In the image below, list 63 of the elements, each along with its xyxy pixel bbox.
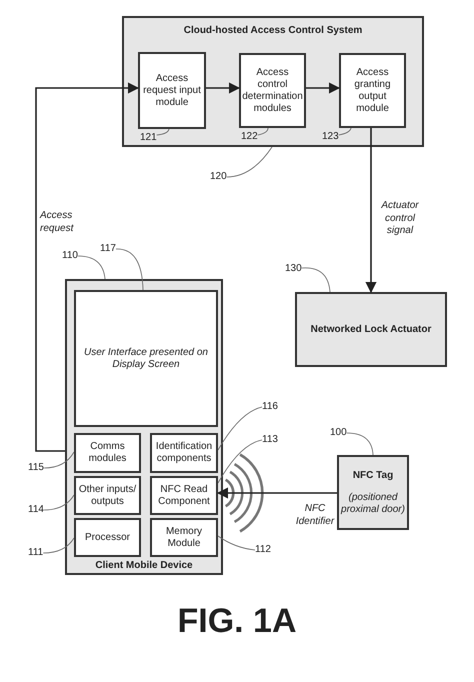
box-label: Networked Lock Actuator [310, 324, 432, 336]
box-label: Comms modules [88, 441, 128, 465]
leader-line [338, 128, 352, 136]
callout-number: 112 [255, 544, 271, 555]
leader-line [257, 128, 268, 136]
module-box [150, 433, 218, 473]
module-box [74, 290, 218, 427]
arrow [206, 82, 240, 94]
callout-number: 120 [210, 171, 227, 182]
callout-number: 115 [28, 462, 44, 473]
module-box [74, 433, 141, 473]
callout-number: 116 [262, 401, 278, 412]
box-label: User Interface presented on Display Screen [83, 346, 209, 370]
module-box [74, 518, 141, 557]
leader-line [44, 452, 74, 468]
callout-number: 100 [330, 427, 347, 438]
arrow [306, 82, 340, 94]
module-box [239, 53, 306, 128]
leader-line [301, 267, 330, 292]
arrow [365, 128, 377, 294]
figure-caption: FIG. 1A [177, 602, 297, 640]
callout-number: 121 [140, 132, 157, 144]
leader-line [346, 432, 374, 456]
box-label: Processor [84, 532, 130, 544]
callout-number: 114 [28, 504, 44, 515]
box-label: Access granting output module [353, 66, 392, 114]
box-label: NFC Tag [352, 470, 394, 482]
callout-number: 113 [262, 434, 278, 445]
callout-number: 122 [241, 131, 258, 143]
module-box [150, 476, 218, 515]
box-title: Cloud-hosted Access Control System [184, 25, 362, 37]
module-box [138, 52, 206, 129]
callout-number: 123 [322, 131, 339, 143]
box-label: Memory Module [164, 526, 204, 550]
leader-line [218, 440, 262, 484]
leader-line [156, 128, 170, 136]
box-title: Client Mobile Device [95, 560, 193, 572]
tag-box [337, 455, 409, 530]
leader-line [44, 494, 74, 510]
box-label: Identification components [154, 441, 214, 465]
leader-line [78, 256, 106, 280]
box-label: Other inputs/ outputs [78, 484, 138, 508]
box-label: (positioned proximal door) [340, 492, 406, 516]
device-box [65, 279, 223, 575]
arrow [35, 82, 140, 452]
leader-line [218, 406, 262, 450]
system-box [122, 16, 424, 147]
box-label: Access request input module [142, 72, 202, 108]
module-box [295, 292, 447, 367]
module-box [74, 476, 141, 515]
leader-line [226, 146, 272, 178]
leader-line [116, 248, 144, 290]
box-label: Access control determination modules [241, 66, 304, 114]
callout-number: 130 [285, 263, 302, 274]
arrow [216, 487, 337, 499]
module-box [150, 518, 218, 557]
box-label: NFC Read Component [157, 484, 211, 508]
module-box [339, 53, 406, 128]
leader-line [42, 538, 74, 554]
callout-number: 110 [62, 250, 78, 261]
leader-line [218, 536, 256, 550]
callout-number: 111 [28, 547, 44, 558]
callout-number: 117 [100, 243, 116, 254]
